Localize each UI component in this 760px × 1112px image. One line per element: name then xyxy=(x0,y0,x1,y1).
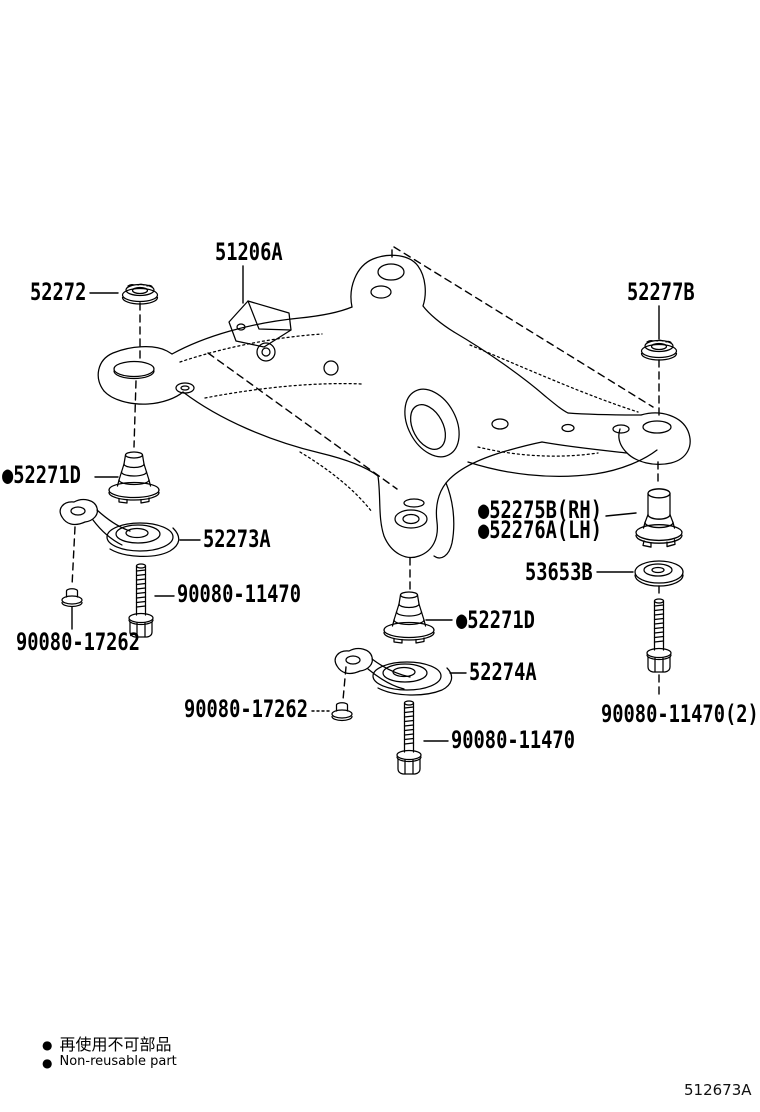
part-label-90080-11470-center: 90080-11470 xyxy=(451,726,575,754)
part-52273A-drawing xyxy=(59,498,180,558)
non-reusable-bullet-icon: ● xyxy=(42,1038,53,1053)
part-label-52272: 52272 xyxy=(30,278,87,306)
crossmember-drawing xyxy=(97,254,691,559)
part-label-53653B: 53653B xyxy=(525,558,593,586)
part-label-52275B-rh: ●52275B(RH) xyxy=(478,496,602,524)
part-52274A-drawing xyxy=(334,647,453,696)
part-label-51206A: 51206A xyxy=(215,238,283,266)
part-label-52273A: 52273A xyxy=(203,525,271,553)
part-52272-drawing xyxy=(121,283,159,305)
legend: ● 再使用不可部品 ● Non-reusable part xyxy=(42,1035,177,1071)
leader-lines xyxy=(71,246,660,742)
legend-text-en: Non-reusable part xyxy=(59,1054,177,1070)
part-label-52277B: 52277B xyxy=(627,278,695,306)
part-90080-11470-center-drawing xyxy=(396,700,422,775)
legend-text-jp: 再使用不可部品 xyxy=(59,1035,172,1054)
part-label-90080-11470-right: 90080-11470(2) xyxy=(601,700,759,728)
part-label-52271D-center: ●52271D xyxy=(456,606,535,634)
part-label-90080-17262-center: 90080-17262 xyxy=(184,695,308,723)
part-90080-11470-right-drawing xyxy=(646,598,672,673)
non-reusable-bullet-icon: ● xyxy=(42,1055,53,1070)
part-90080-17262-center-drawing xyxy=(331,702,353,722)
part-label-52276A-lh: ●52276A(LH) xyxy=(478,516,602,544)
part-label-90080-17262-left: 90080-17262 xyxy=(16,628,140,656)
part-label-52274A: 52274A xyxy=(469,658,537,686)
part-label-90080-11470-left: 90080-11470 xyxy=(177,580,301,608)
part-label-52271D-left: ●52271D xyxy=(2,461,81,489)
part-52271D-center-drawing xyxy=(383,591,435,644)
part-90080-11470-left-drawing xyxy=(128,563,154,638)
part-52277B-drawing xyxy=(640,339,678,361)
part-90080-17262-left-drawing xyxy=(61,588,83,608)
part-52275B-drawing xyxy=(635,488,683,548)
part-53653B-drawing xyxy=(634,560,684,587)
figure-code: 512673A xyxy=(684,1081,752,1099)
